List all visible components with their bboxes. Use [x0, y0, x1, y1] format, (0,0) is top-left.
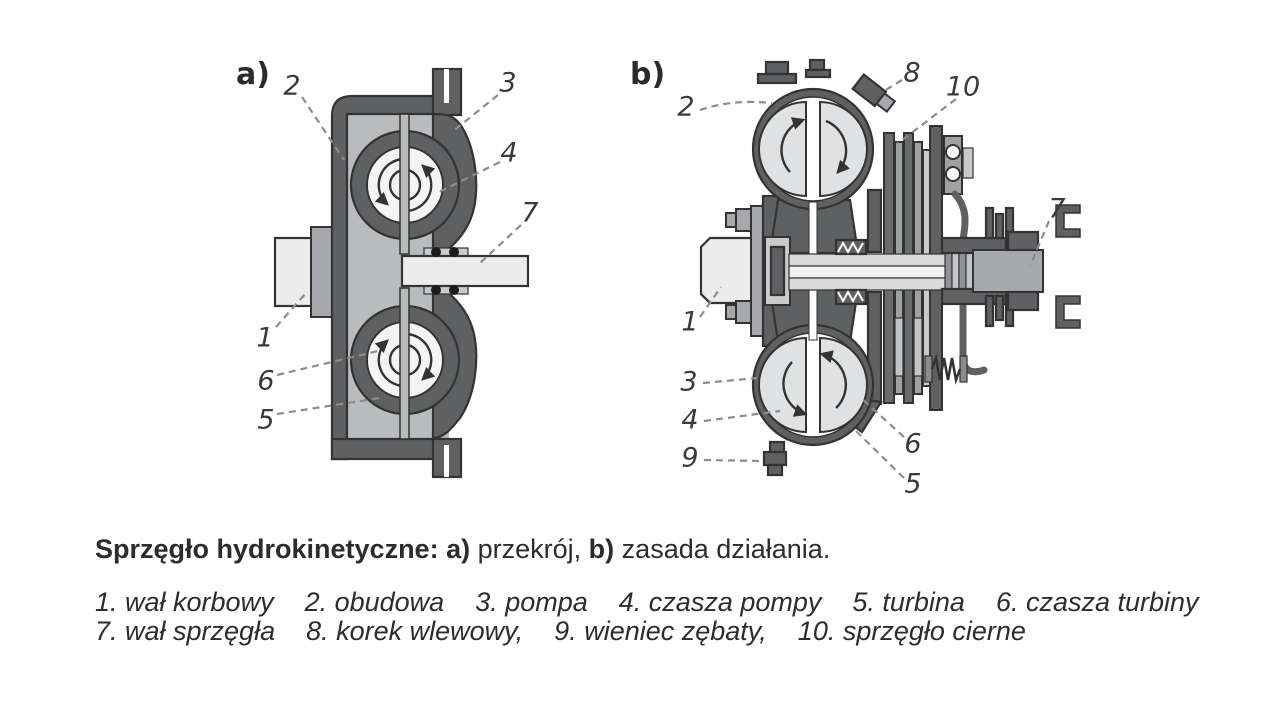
ring-gear: [762, 440, 788, 477]
callout-b-1: 1: [681, 306, 699, 338]
callout-b-2: 2: [677, 91, 695, 123]
panel-b-output-shaft: [940, 204, 1081, 329]
panel-b-center-shaft: [788, 238, 953, 306]
figure-legend: 1. wał korbowy 2. obudowa 3. pompa 4. cz…: [95, 588, 1199, 646]
callout-b-9: 9: [681, 442, 699, 474]
caption-a-text: przekrój,: [477, 534, 582, 564]
legend-item-5: 5. turbina: [852, 587, 965, 617]
filler-plug: [851, 73, 897, 114]
callout-a-2: 2: [283, 70, 301, 102]
legend-item-3: 3. pompa: [475, 587, 588, 617]
caption-title: Sprzęgło hydrokinetyczne:: [95, 534, 439, 564]
callout-b-8: 8: [903, 57, 921, 89]
callout-a-1: 1: [256, 322, 274, 354]
callout-b-7: 7: [1048, 193, 1066, 225]
legend-item-1: 1. wał korbowy: [95, 587, 274, 617]
panel-b-shell-band-top: [866, 188, 883, 254]
callout-a-6: 6: [257, 365, 275, 397]
panel-a-tag: a): [236, 57, 270, 92]
callout-b-4: 4: [681, 404, 699, 436]
panel-b-torus-bottom: [751, 289, 875, 477]
legend-item-9: 9. wieniec zębaty,: [554, 616, 767, 646]
panel-a-drawing: [273, 67, 530, 479]
callout-a-7: 7: [521, 197, 539, 229]
caption-a-tag: a): [446, 534, 471, 564]
panel-b-drawing: [699, 58, 1081, 477]
panel-a-crankshaft: [273, 226, 334, 318]
panel-b-hub: [764, 236, 791, 306]
callout-a-3: 3: [499, 67, 517, 99]
legend-item-4: 4. czasza pompy: [618, 587, 822, 617]
clutch-spring: [924, 353, 968, 385]
panel-a-clutch-shaft: [400, 247, 530, 295]
callout-a-5: 5: [257, 404, 275, 436]
panel-b-torus-top: [751, 58, 897, 256]
panel-b-tag: b): [630, 57, 666, 92]
legend-item-8: 8. korek wlewowy,: [306, 616, 524, 646]
callout-a-4: 4: [500, 137, 518, 169]
legend-item-7: 7. wał sprzęgła: [95, 616, 276, 646]
panel-a-split-wall: [399, 113, 410, 255]
figure-caption: Sprzęgło hydrokinetyczne: a) przekrój, b…: [95, 534, 830, 565]
legend-row-2: 7. wał sprzęgła 8. korek wlewowy, 9. wie…: [95, 617, 1199, 646]
callout-b-5: 5: [904, 468, 922, 500]
legend-row-1: 1. wał korbowy 2. obudowa 3. pompa 4. cz…: [95, 588, 1199, 617]
callout-b-3: 3: [680, 366, 698, 398]
release-lever: [943, 135, 988, 376]
callout-b-10: 10: [945, 71, 981, 103]
legend-item-10: 10. sprzęgło cierne: [797, 616, 1026, 646]
caption-b-text: zasada działania.: [621, 534, 831, 564]
legend-item-2: 2. obudowa: [304, 587, 445, 617]
caption-b-tag: b): [588, 534, 615, 564]
legend-item-6: 6. czasza turbiny: [995, 587, 1199, 617]
callout-b-6: 6: [904, 428, 922, 460]
callout-leader-lines: [275, 79, 1051, 479]
